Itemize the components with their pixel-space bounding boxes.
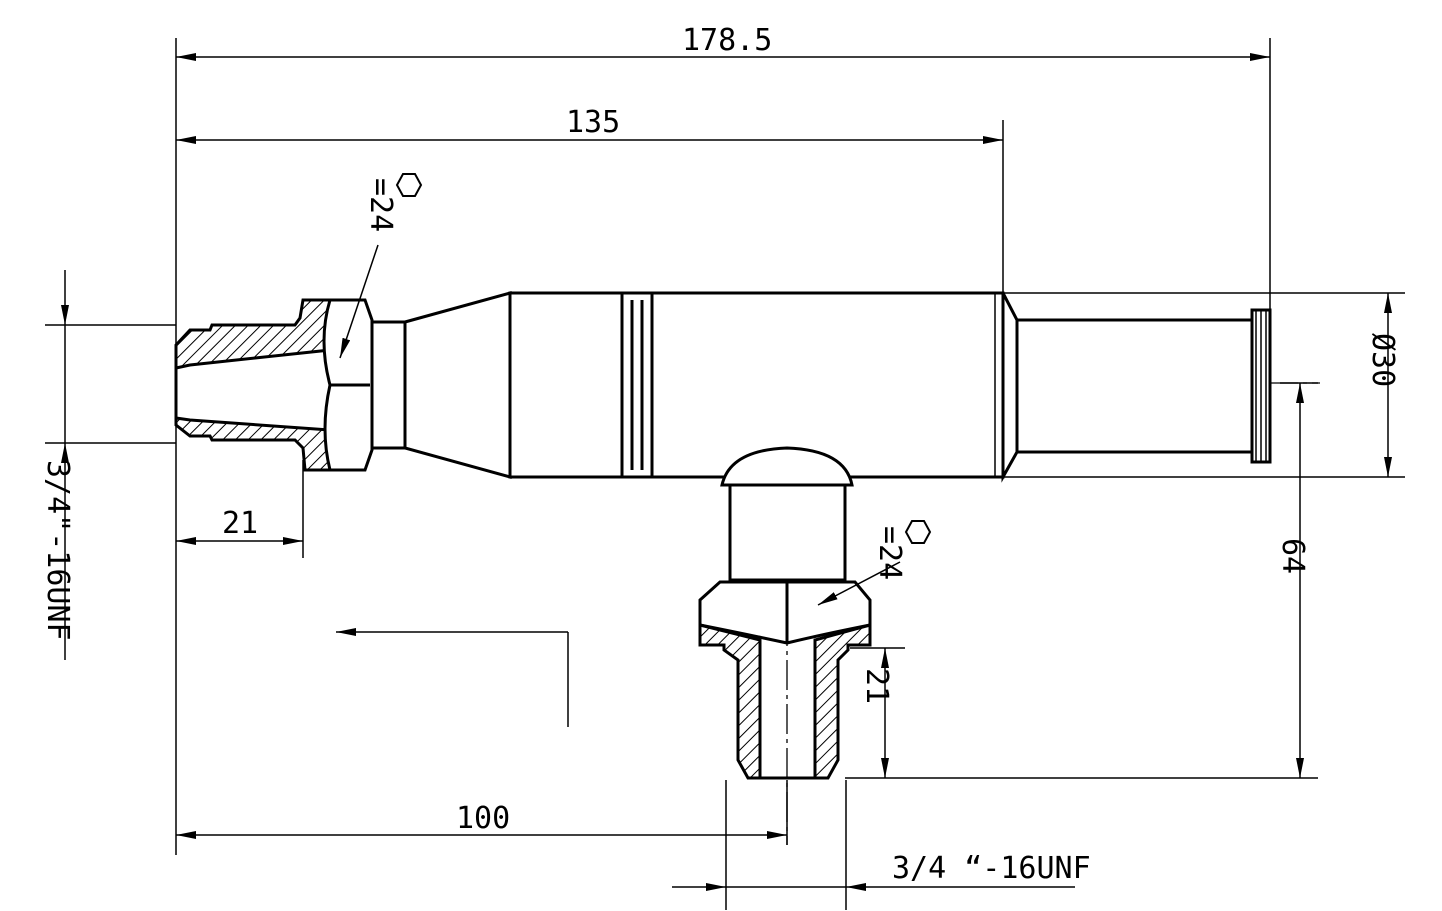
bottom-thread-spec-label: 3/4 “-16UNF <box>892 851 1091 886</box>
diameter-label: Ø30 <box>1365 333 1400 387</box>
bottom-thread-length-label: 21 <box>859 668 894 704</box>
port-position-label: 100 <box>456 801 510 836</box>
left-hex-callout: =24 <box>339 173 423 359</box>
bottom-hex-size: =24 <box>872 526 907 580</box>
bottom-hex-callout: =24 <box>817 520 932 606</box>
left-hex-size: =24 <box>363 178 398 232</box>
dimension-lines <box>61 53 1392 891</box>
body-length-label: 135 <box>566 105 620 140</box>
view-arrow <box>336 628 569 727</box>
left-thread-spec-label: 3/4"-16UNF <box>40 460 75 641</box>
bottom-fitting <box>698 446 872 780</box>
height-offset-label: 64 <box>1275 538 1310 574</box>
hex-icon <box>395 173 423 197</box>
main-body <box>370 291 1272 483</box>
overall-length-label: 178.5 <box>682 23 772 58</box>
left-thread-length-label: 21 <box>222 506 258 541</box>
left-fitting <box>174 298 374 472</box>
hex-icon <box>904 520 932 544</box>
